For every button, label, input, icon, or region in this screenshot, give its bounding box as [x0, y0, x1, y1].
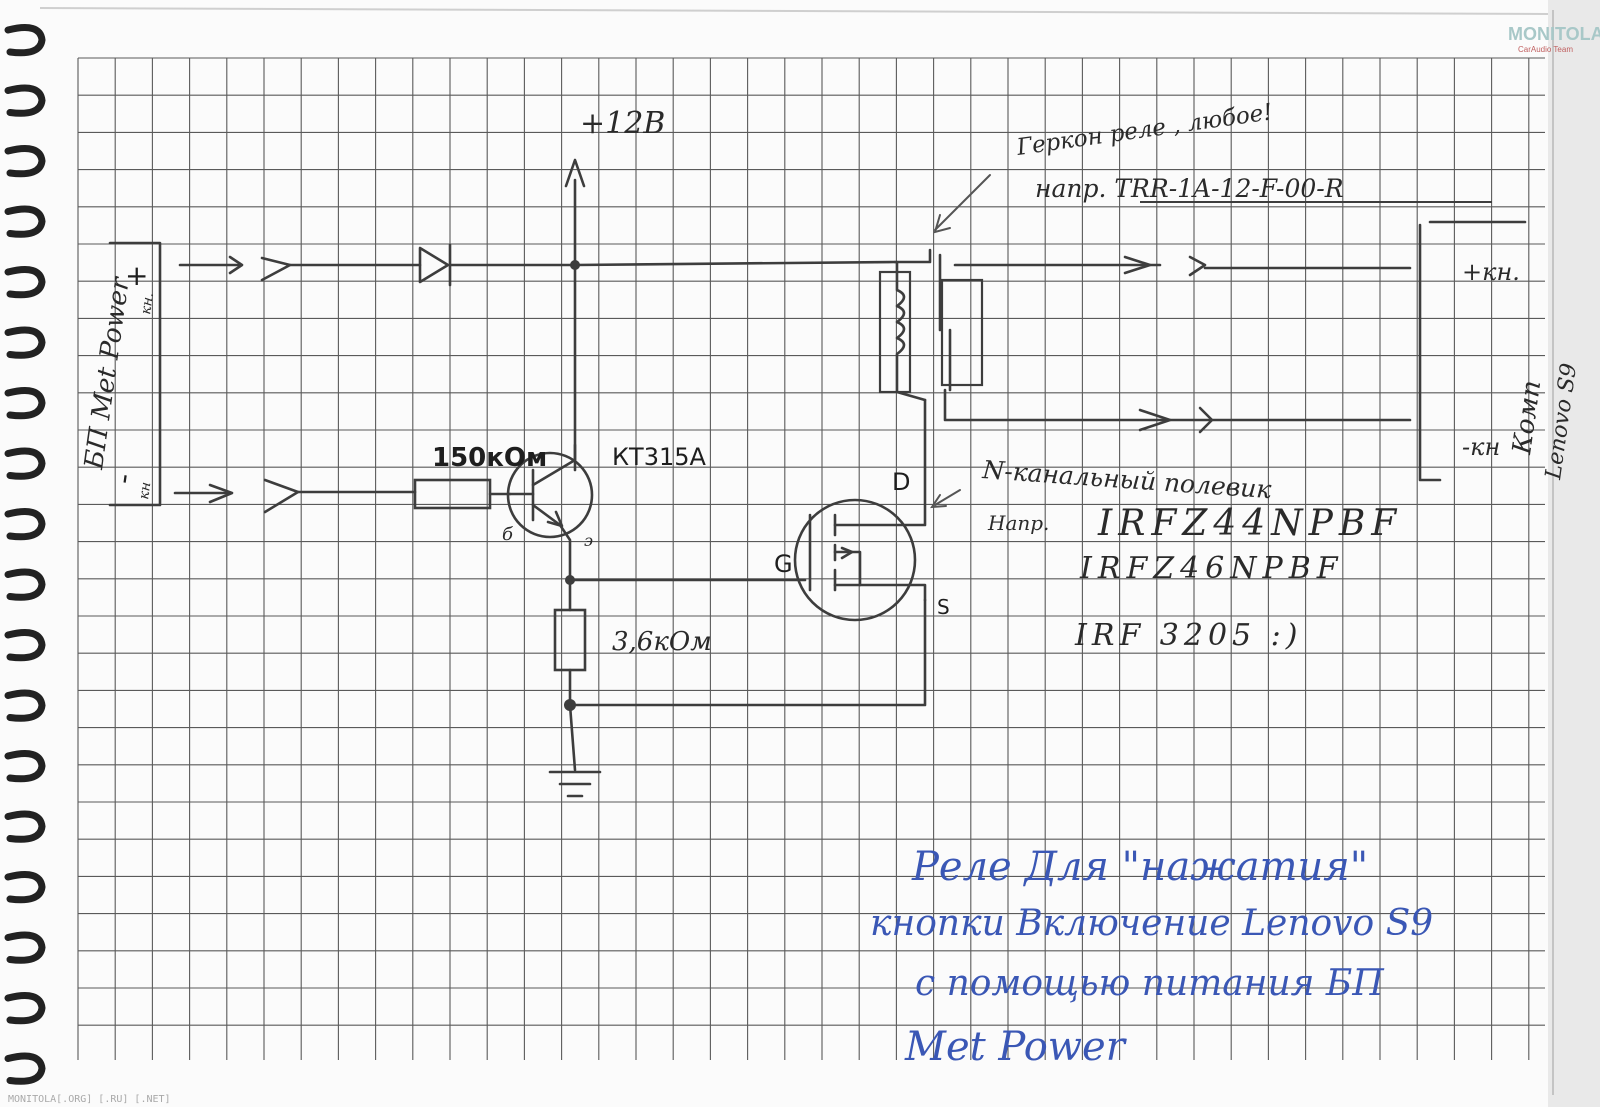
caption-line1: Реле Для "нажатия" — [911, 844, 1368, 890]
spiral-ring — [4, 447, 46, 480]
spiral-ring — [4, 871, 46, 904]
caption-line2: кнопки Включение Lenovo S9 — [870, 903, 1433, 944]
spiral-ring — [4, 205, 46, 238]
spiral-ring — [4, 931, 46, 964]
spiral-ring — [4, 326, 46, 359]
spiral-ring — [4, 84, 46, 117]
psu-bracket — [108, 241, 162, 507]
caption-line3: с помощью питания БП — [915, 963, 1384, 1004]
schematic — [108, 158, 1527, 798]
reed-relay-symbol — [878, 248, 984, 394]
caption-line4: Met Power — [904, 1024, 1128, 1070]
watermark-top-sub: CarAudio Team — [1518, 45, 1573, 54]
transistor-base-pin: б — [502, 524, 514, 545]
ground-symbol — [548, 770, 602, 798]
mosfet-drain-label: D — [892, 468, 910, 496]
psu-plus-sign: + — [125, 259, 148, 292]
spiral-ring — [4, 568, 46, 601]
psu-plus-sub: кн. — [138, 291, 157, 315]
relay-note-line2: напр. TRR-1A-12-F-00-R — [1035, 174, 1344, 203]
spiral-ring — [4, 145, 46, 178]
watermark-bottom: MONITOLA[.ORG] [.RU] [.NET] — [8, 1094, 171, 1105]
output-plus-label: +кн. — [1462, 258, 1520, 286]
resistor-150k-label: 150кОм — [432, 443, 547, 473]
spiral-ring — [4, 387, 46, 420]
output-minus-label: -кн — [1462, 433, 1500, 461]
resistor-3-6k-label: 3,6кОм — [612, 627, 712, 657]
transistor-label: КТ315А — [612, 443, 707, 471]
transistor-emitter-pin: э — [584, 531, 593, 550]
psu-minus-sub: кн — [136, 481, 154, 501]
psu-minus-sign: - — [106, 471, 140, 486]
mosfet-part-2: IRFZ46NPBF — [1079, 551, 1344, 586]
spiral-ring — [4, 750, 46, 783]
mosfet-example-prefix: Напр. — [987, 511, 1049, 535]
spiral-ring — [4, 1052, 46, 1085]
mosfet-gate-label: G — [774, 550, 793, 578]
spiral-binding — [4, 24, 46, 1085]
watermark-top: MONITOLA — [1508, 24, 1600, 44]
spiral-ring — [4, 992, 46, 1025]
mosfet-part-3: IRF 3205 :) — [1074, 618, 1303, 653]
spiral-ring — [4, 266, 46, 299]
spiral-ring — [4, 24, 46, 57]
supply-voltage-label: +12В — [580, 106, 665, 141]
notebook-grid — [77, 57, 1545, 1060]
mosfet-symbol — [793, 398, 927, 622]
mosfet-source-label: S — [937, 595, 950, 619]
spiral-ring — [4, 689, 46, 722]
watermark-logo: MONITOLA CarAudio Team — [1508, 24, 1600, 54]
spiral-ring — [4, 508, 46, 541]
spiral-ring — [4, 629, 46, 662]
transistor-kt315-symbol — [506, 443, 594, 582]
mosfet-part-1: IRFZ44NPBF — [1097, 503, 1402, 544]
spiral-ring — [4, 810, 46, 843]
